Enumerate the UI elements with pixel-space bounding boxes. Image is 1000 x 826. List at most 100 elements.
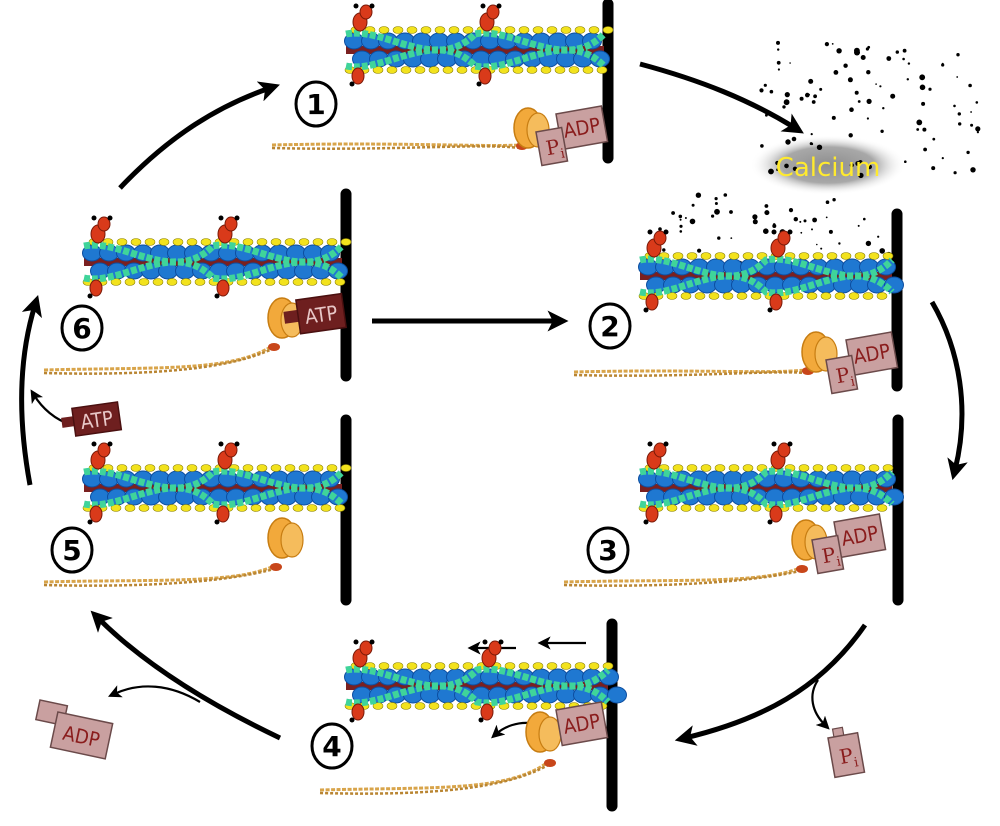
troponin-bead <box>456 66 468 74</box>
troponin-bead <box>200 464 212 472</box>
troponin-bead <box>848 504 860 512</box>
troponin-bead <box>714 464 726 472</box>
troponin-bead <box>812 252 824 260</box>
calcium-ion <box>729 210 733 214</box>
myosin-tail <box>43 344 273 375</box>
calcium-ion <box>763 228 769 234</box>
troponin-bead <box>158 238 170 246</box>
troponin-bead <box>680 504 692 512</box>
troponin-bead <box>110 504 122 512</box>
arrow-3-to-4 <box>674 623 868 746</box>
troponin-bead <box>428 702 440 710</box>
calcium-ion <box>875 83 877 85</box>
troponin-bead <box>264 278 276 286</box>
calcium-ion <box>857 224 860 227</box>
calcium-ion <box>689 218 696 225</box>
troponin-bead <box>532 26 544 34</box>
calcium-ion <box>691 203 695 207</box>
calcium-ion <box>784 92 790 98</box>
calcium-ion <box>867 164 872 170</box>
troponin-bead <box>532 662 544 670</box>
panel-step-5 <box>43 441 352 587</box>
troponin-bead <box>820 292 832 300</box>
troponin-bead <box>442 66 454 74</box>
troponin-bead <box>420 662 432 670</box>
calcium-ion <box>803 219 807 223</box>
troponin-bead <box>686 464 698 472</box>
troponin-bead <box>876 292 888 300</box>
troponin-bead <box>840 464 852 472</box>
troponin-bead <box>400 66 412 74</box>
troponin-bead <box>130 238 142 246</box>
calcium-ion <box>825 216 828 219</box>
calcium-ion <box>812 217 817 223</box>
calcium-ion <box>759 88 764 93</box>
troponin-bead <box>392 26 404 34</box>
calcium-ion <box>782 105 786 109</box>
troponin-bead <box>180 504 192 512</box>
calcium-ion <box>886 56 892 61</box>
troponin-bead <box>334 278 346 286</box>
calcium-ion <box>890 93 896 99</box>
troponin-bead <box>798 252 810 260</box>
troponin-bead <box>400 702 412 710</box>
svg-text:2: 2 <box>600 310 619 343</box>
calcium-ion <box>931 166 936 171</box>
arrow-head-pivot <box>491 721 531 739</box>
troponin-bead <box>152 278 164 286</box>
calcium-ion <box>976 131 980 134</box>
troponin-bead <box>312 238 324 246</box>
calcium-ion <box>828 229 833 234</box>
troponin-bead <box>700 252 712 260</box>
tropomyosin-strand <box>345 46 607 71</box>
troponin-bead <box>862 504 874 512</box>
calcium-ion <box>816 144 823 150</box>
troponin-bead <box>158 464 170 472</box>
calcium-ion <box>882 107 885 110</box>
myosin-neck <box>270 563 282 571</box>
calcium-ion <box>928 87 932 91</box>
troponin-bead <box>186 464 198 472</box>
troponin-bead <box>420 26 432 34</box>
calcium-ion <box>956 76 959 78</box>
troponin-bead <box>882 252 894 260</box>
calcium-ion <box>865 47 870 51</box>
troponin-bead <box>546 662 558 670</box>
calcium-ion <box>848 133 853 138</box>
troponin-bead <box>320 504 332 512</box>
troponin-bead <box>442 702 454 710</box>
troponin-bead <box>680 292 692 300</box>
troponin-bead <box>306 504 318 512</box>
calcium-ion <box>805 92 810 98</box>
troponin-complex <box>643 441 669 525</box>
troponin-bead <box>540 702 552 710</box>
arrow-2-to-3 <box>929 300 968 481</box>
troponin-bead <box>722 292 734 300</box>
troponin-bead <box>144 238 156 246</box>
calcium-release: Calcium <box>658 40 981 266</box>
calcium-ion <box>662 248 666 252</box>
calcium-ion <box>923 147 927 152</box>
calcium-ion <box>921 101 926 106</box>
troponin-bead <box>172 464 184 472</box>
troponin-bead <box>512 702 524 710</box>
arrow-adp-release <box>108 685 201 703</box>
troponin-bead <box>854 252 866 260</box>
troponin-bead <box>694 504 706 512</box>
troponin-bead <box>742 252 754 260</box>
troponin-bead <box>406 26 418 34</box>
calcium-ion <box>768 168 774 175</box>
calcium-ion <box>811 100 816 104</box>
calcium-ion <box>855 161 861 166</box>
tropomyosin-strand <box>639 467 895 492</box>
calcium-ion <box>679 230 683 233</box>
calcium-ion <box>772 224 777 228</box>
calcium-ion <box>941 157 944 160</box>
svg-text:Pi: Pi <box>820 542 842 573</box>
myosin-head <box>525 711 562 753</box>
calcium-ion <box>836 48 842 54</box>
troponin-bead <box>736 504 748 512</box>
troponin-bead <box>186 238 198 246</box>
troponin-bead <box>110 278 122 286</box>
troponin-bead <box>306 278 318 286</box>
